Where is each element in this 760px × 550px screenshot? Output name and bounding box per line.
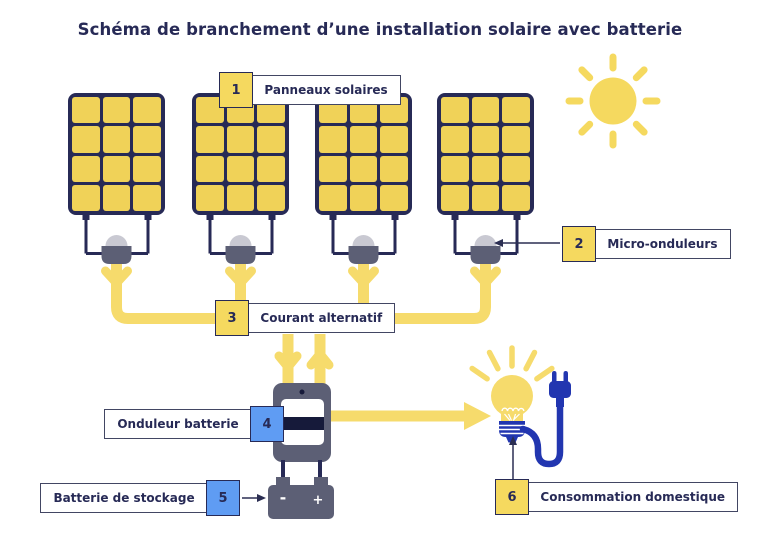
panel-cell xyxy=(196,184,224,211)
number-badge: 6 xyxy=(495,479,529,515)
panel-cell xyxy=(502,184,530,211)
arrow-down-icon xyxy=(274,351,302,372)
panel-cell xyxy=(196,155,224,182)
panel-cell xyxy=(319,184,347,211)
callout-batterie-de-stockage: Batterie de stockage 5 xyxy=(40,480,240,516)
arrow-down-icon xyxy=(348,266,379,288)
light-bulb-icon xyxy=(469,345,555,443)
solar-panel-icon xyxy=(192,93,289,215)
panel-cell xyxy=(133,126,161,153)
callout-label: Panneaux solaires xyxy=(251,75,401,105)
callout-courant-alternatif: 3 Courant alternatif xyxy=(215,300,396,336)
panel-cell xyxy=(471,184,500,211)
power-plug-icon xyxy=(519,371,571,468)
panel-cell xyxy=(133,155,161,182)
solar-panel-icon xyxy=(68,93,165,215)
panel-cell xyxy=(441,184,469,211)
battery-minus: - xyxy=(280,488,287,507)
panel-cell xyxy=(441,126,469,153)
micro-inverter-icon xyxy=(470,235,501,264)
number-badge: 4 xyxy=(250,406,284,442)
panel-cell xyxy=(471,97,500,124)
flow-arrowheads xyxy=(101,266,501,372)
panel-cell xyxy=(226,126,255,153)
number-badge: 3 xyxy=(215,300,249,336)
panel-cell xyxy=(380,184,408,211)
panel-cell xyxy=(349,126,378,153)
battery-icon: - + xyxy=(268,460,334,519)
micro-inverter-icons xyxy=(101,235,501,264)
panel-cell xyxy=(502,155,530,182)
arrow-down-icon xyxy=(225,266,256,288)
callout-panneaux-solaires: 1 Panneaux solaires xyxy=(219,72,401,108)
panel-cell xyxy=(257,126,285,153)
callout-onduleur-batterie: Onduleur batterie 4 xyxy=(104,406,284,442)
panel-cell xyxy=(102,155,131,182)
panel-cell xyxy=(72,184,100,211)
panel-cell xyxy=(349,184,378,211)
arrow-down-icon xyxy=(470,266,501,288)
callout-consommation-domestique: 6 Consommation domestique xyxy=(495,479,739,515)
callout-label: Consommation domestique xyxy=(527,482,739,512)
arrow-down-icon xyxy=(101,266,132,288)
panel-cell xyxy=(319,155,347,182)
arrow-up-icon xyxy=(306,349,334,370)
panel-wiring xyxy=(82,213,521,255)
sun-icon xyxy=(565,53,661,149)
panel-cell xyxy=(226,155,255,182)
panel-cell xyxy=(72,155,100,182)
panel-cell xyxy=(319,126,347,153)
panel-cell xyxy=(502,97,530,124)
panel-cell xyxy=(196,126,224,153)
callout-label: Courant alternatif xyxy=(247,303,396,333)
panel-cell xyxy=(380,126,408,153)
panel-cell xyxy=(133,97,161,124)
panel-cell xyxy=(380,155,408,182)
panel-cell xyxy=(441,97,469,124)
solar-panel-icon xyxy=(437,93,534,215)
panel-cell xyxy=(257,184,285,211)
panel-cell xyxy=(257,155,285,182)
micro-inverter-icon xyxy=(101,235,132,264)
solar-panel-icon xyxy=(315,93,412,215)
battery-inverter-icon xyxy=(273,383,331,462)
micro-inverter-icon xyxy=(225,235,256,264)
callout-label: Batterie de stockage xyxy=(40,483,208,513)
panel-cell xyxy=(102,184,131,211)
panel-cell xyxy=(102,126,131,153)
callout-pointer-arrows xyxy=(242,239,560,502)
number-badge: 1 xyxy=(219,72,253,108)
callout-label: Onduleur batterie xyxy=(104,409,252,439)
number-badge: 5 xyxy=(206,480,240,516)
panel-cell xyxy=(102,97,131,124)
arrow-right-icon xyxy=(464,402,491,430)
panel-cell xyxy=(471,155,500,182)
number-badge: 2 xyxy=(562,226,596,262)
callout-label: Micro-onduleurs xyxy=(594,229,731,259)
panel-cell xyxy=(72,97,100,124)
micro-inverter-icon xyxy=(348,235,379,264)
panel-cell xyxy=(471,126,500,153)
battery-plus: + xyxy=(313,493,324,508)
panel-cell xyxy=(226,184,255,211)
panel-cell xyxy=(349,155,378,182)
panel-cell xyxy=(502,126,530,153)
page-title: Schéma de branchement d’une installation… xyxy=(77,20,683,39)
panel-cell xyxy=(133,184,161,211)
callout-micro-onduleurs: 2 Micro-onduleurs xyxy=(562,226,731,262)
panel-cell xyxy=(72,126,100,153)
panel-cell xyxy=(441,155,469,182)
